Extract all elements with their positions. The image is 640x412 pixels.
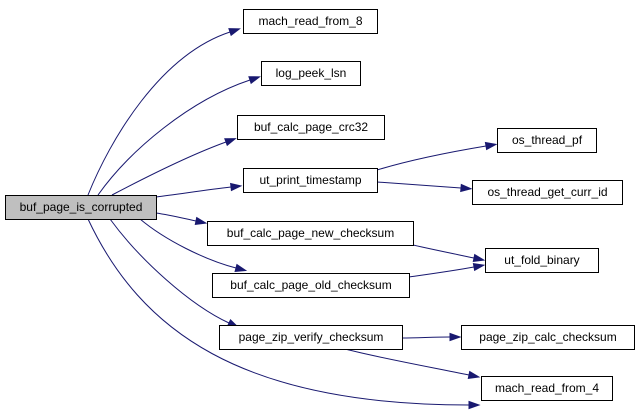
edge-buf_page_is_corrupted-to-log_peek_lsn [97, 76, 261, 196]
edge-arrowhead [248, 76, 261, 85]
edge-buf_page_is_corrupted-to-buf_calc_page_crc32 [111, 138, 237, 196]
edge-buf_page_is_corrupted-to-buf_calc_page_new_checksum [155, 212, 208, 225]
edge-arrowhead [460, 183, 473, 193]
node-mach_read_from_8[interactable]: mach_read_from_8 [243, 9, 378, 34]
node-page_zip_calc_checksum[interactable]: page_zip_calc_checksum [461, 325, 635, 350]
node-label: ut_fold_binary [504, 253, 579, 267]
edge-line [401, 336, 451, 339]
edge-line [97, 79, 251, 196]
edge-line [344, 348, 470, 376]
edge-ut_print_timestamp-to-os_thread_get_curr_id [376, 181, 473, 193]
node-box[interactable] [472, 180, 623, 205]
node-label: buf_calc_page_new_checksum [227, 226, 394, 240]
edge-line [111, 141, 227, 196]
node-box[interactable] [243, 9, 378, 34]
edge-arrowhead [472, 253, 486, 262]
node-ut_fold_binary[interactable]: ut_fold_binary [485, 248, 599, 273]
edge-line [408, 266, 475, 278]
node-os_thread_pf[interactable]: os_thread_pf [497, 128, 597, 153]
edge-line [87, 218, 470, 406]
node-page_zip_verify_checksum[interactable]: page_zip_verify_checksum [219, 325, 403, 350]
edge-buf_page_is_corrupted-to-mach_read_from_4 [87, 218, 481, 410]
node-label: mach_read_from_4 [495, 381, 599, 395]
edge-buf_calc_page_old_checksum-to-ut_fold_binary [408, 262, 486, 278]
edge-buf_page_is_corrupted-to-mach_read_from_8 [87, 28, 241, 196]
edge-arrowhead [228, 28, 241, 37]
node-box[interactable] [207, 221, 414, 246]
edge-arrowhead [484, 141, 498, 151]
node-box[interactable] [485, 248, 599, 273]
node-box[interactable] [5, 195, 157, 220]
node-box[interactable] [243, 168, 378, 193]
node-box[interactable] [261, 61, 361, 86]
node-box[interactable] [237, 115, 385, 140]
edge-arrowhead [224, 138, 237, 147]
edge-line [412, 244, 475, 259]
edge-line [109, 218, 230, 324]
nodes-layer: buf_page_is_corrupted mach_read_from_8log… [5, 9, 635, 401]
node-buf_calc_page_crc32[interactable]: buf_calc_page_crc32 [237, 115, 385, 140]
edge-line [376, 181, 462, 189]
node-label: mach_read_from_8 [258, 14, 362, 28]
edge-buf_page_is_corrupted-to-buf_calc_page_old_checksum [139, 218, 248, 272]
edge-arrowhead [234, 263, 248, 272]
edge-arrowhead [230, 182, 243, 192]
node-label: os_thread_pf [512, 133, 583, 147]
node-box[interactable] [212, 273, 410, 298]
node-label: log_peek_lsn [276, 66, 347, 80]
node-label: os_thread_get_curr_id [487, 185, 607, 199]
node-label: ut_print_timestamp [259, 173, 361, 187]
edge-ut_print_timestamp-to-os_thread_pf [376, 141, 498, 171]
node-label: buf_calc_page_old_checksum [230, 278, 391, 292]
node-log_peek_lsn[interactable]: log_peek_lsn [261, 61, 361, 86]
node-label: page_zip_verify_checksum [239, 330, 384, 344]
node-box[interactable] [219, 325, 403, 350]
node-buf_calc_page_old_checksum[interactable]: buf_calc_page_old_checksum [212, 273, 410, 298]
edge-line [155, 212, 197, 222]
edge-line [139, 218, 237, 269]
node-buf_page_is_corrupted[interactable]: buf_page_is_corrupted [5, 195, 157, 220]
edge-buf_calc_page_new_checksum-to-ut_fold_binary [412, 244, 486, 262]
edge-arrowhead [467, 370, 481, 379]
edges-layer [87, 28, 498, 410]
edge-line [155, 186, 232, 198]
edge-arrowhead [449, 332, 462, 342]
edge-page_zip_verify_checksum-to-page_zip_calc_checksum [401, 332, 462, 342]
edge-arrowhead [468, 400, 481, 410]
node-box[interactable] [461, 325, 635, 350]
edge-buf_page_is_corrupted-to-ut_print_timestamp [155, 182, 243, 198]
edge-line [87, 31, 231, 196]
node-box[interactable] [481, 376, 613, 401]
node-ut_print_timestamp[interactable]: ut_print_timestamp [243, 168, 378, 193]
node-label: buf_calc_page_crc32 [254, 120, 368, 134]
edge-arrowhead [194, 216, 208, 225]
node-label: buf_page_is_corrupted [20, 200, 143, 214]
node-buf_calc_page_new_checksum[interactable]: buf_calc_page_new_checksum [207, 221, 414, 246]
node-label: page_zip_calc_checksum [479, 330, 616, 344]
node-os_thread_get_curr_id[interactable]: os_thread_get_curr_id [472, 180, 623, 205]
node-mach_read_from_4[interactable]: mach_read_from_4 [481, 376, 613, 401]
edge-page_zip_verify_checksum-to-mach_read_from_4 [344, 348, 481, 379]
edge-line [376, 145, 487, 171]
edge-arrowhead [472, 262, 486, 272]
node-box[interactable] [497, 128, 597, 153]
